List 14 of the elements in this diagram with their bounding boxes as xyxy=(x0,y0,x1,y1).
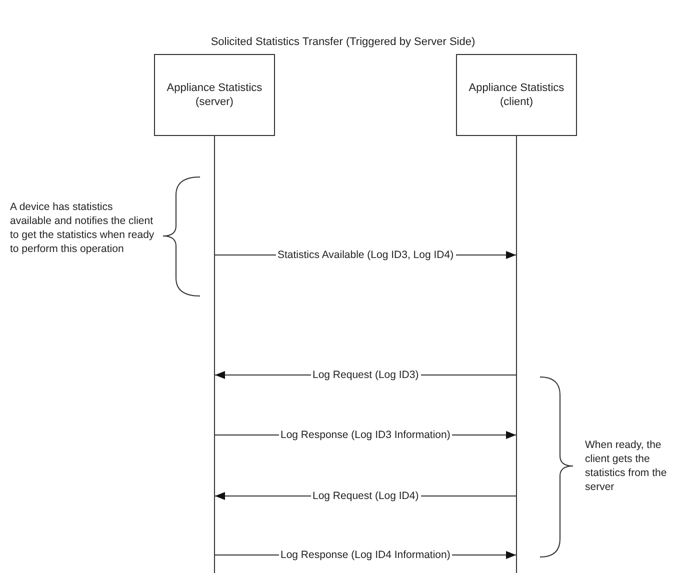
participant-box xyxy=(456,54,577,136)
annotation-note: When ready, the client gets the statistics from the server xyxy=(585,438,668,494)
edge-label: Log Response (Log ID3 Information) xyxy=(278,429,452,441)
diagram-title: Solicited Statistics Transfer (Triggered by Server Side) xyxy=(210,36,476,48)
participant-label: Appliance Statistics (client) xyxy=(468,81,566,109)
participant-box xyxy=(154,54,275,136)
annotation-note: A device has statistics available and notifies the client to get the statistics when ready to perform this operation xyxy=(10,200,155,256)
edge-label: Statistics Available (Log ID3, Log ID4) xyxy=(276,249,456,261)
lifeline xyxy=(516,136,517,573)
edge-label: Log Response (Log ID4 Information) xyxy=(278,549,452,561)
edge-label: Log Request (Log ID4) xyxy=(310,490,421,502)
participant-label: Appliance Statistics (server) xyxy=(166,81,264,109)
lifeline xyxy=(214,136,215,573)
edge-label: Log Request (Log ID3) xyxy=(310,369,421,381)
